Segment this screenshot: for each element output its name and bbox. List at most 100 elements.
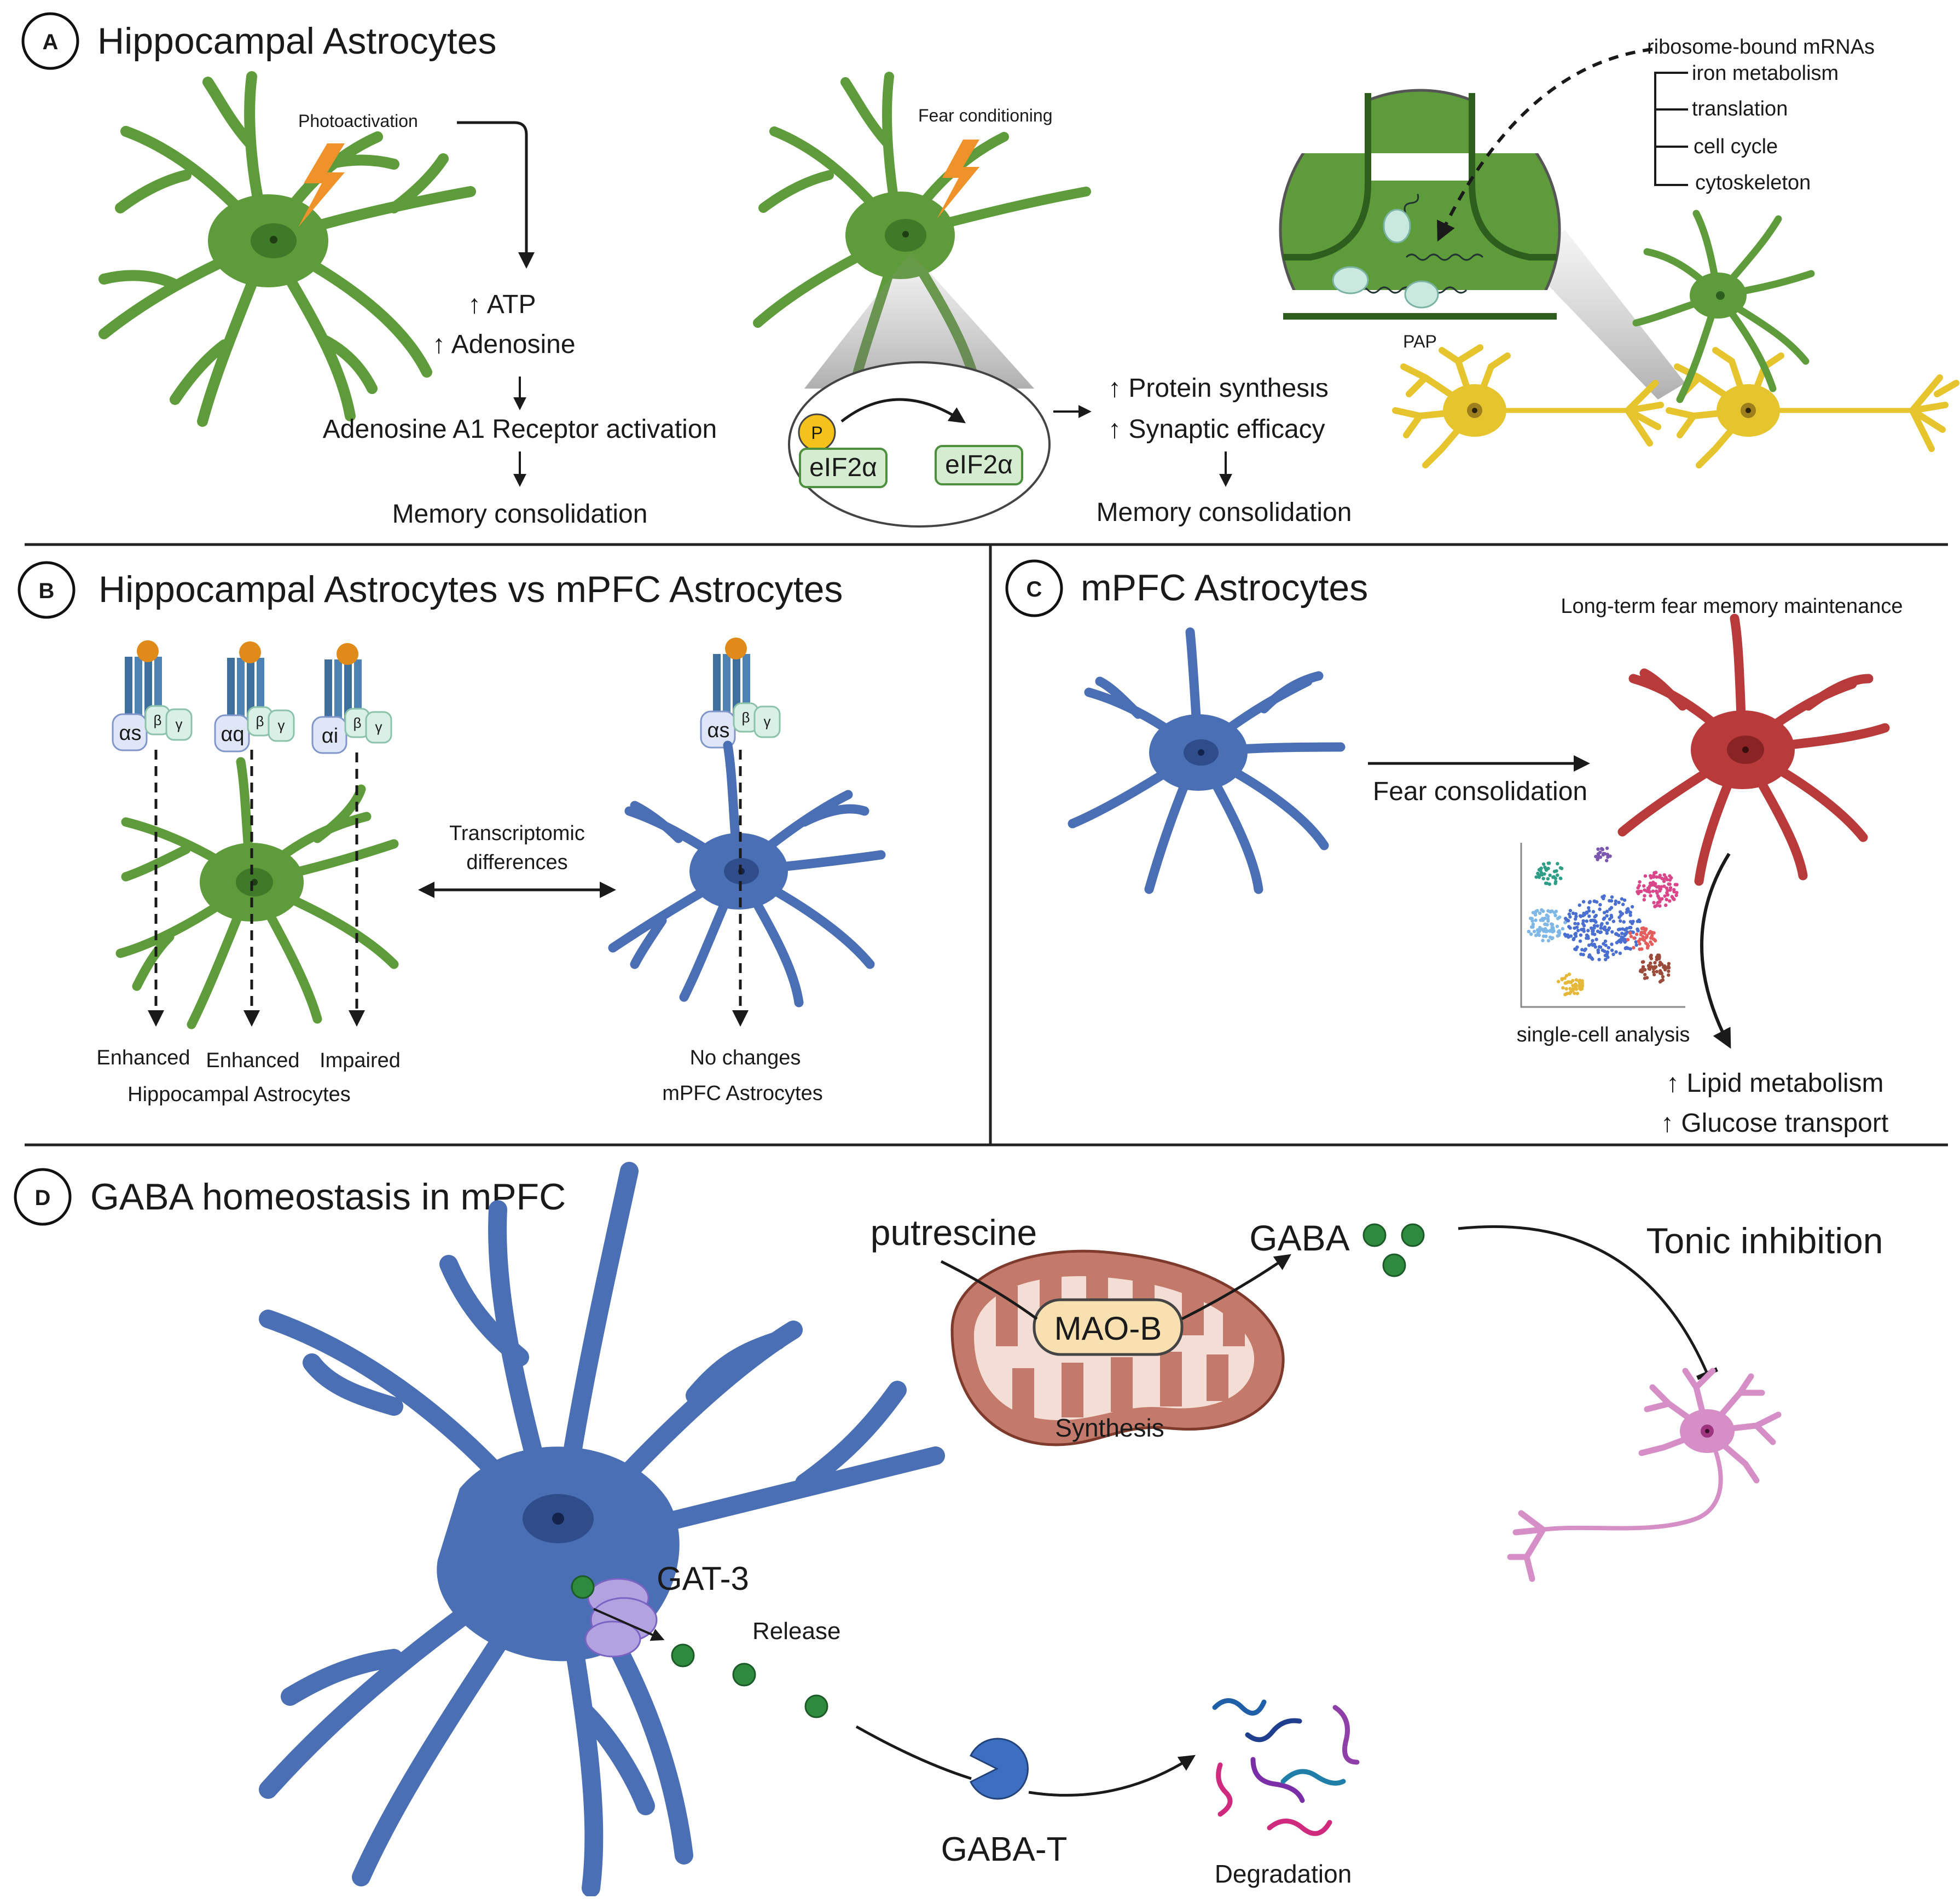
lipid-label: ↑ Lipid metabolism [1666, 1069, 1884, 1098]
cluster-dot [1567, 912, 1571, 916]
glucose-label: ↑ Glucose transport [1661, 1109, 1888, 1138]
photoactivation-arrow [457, 121, 535, 269]
panel-b-badge: B [18, 561, 76, 619]
cluster-dot [1614, 902, 1617, 906]
cluster-dot [1651, 889, 1655, 893]
cluster-dot [1674, 893, 1678, 898]
cluster-dot [1628, 911, 1632, 914]
putrescine-label: putrescine [871, 1212, 1037, 1253]
cluster-dot [1582, 924, 1586, 928]
panel-d-badge: D [14, 1168, 72, 1226]
cluster-dot [1594, 920, 1598, 924]
cluster-dot [1591, 918, 1595, 922]
mpfc-astrocyte-b-icon [608, 740, 886, 1008]
inhibited-neuron-icon [1507, 1368, 1782, 1582]
synthesis-label: Synthesis [1055, 1414, 1164, 1442]
cluster-dot [1527, 930, 1530, 934]
cluster-dot [1610, 942, 1614, 946]
cluster-dot [1610, 930, 1614, 934]
cluster-dot [1638, 947, 1642, 951]
cluster-dot [1667, 882, 1671, 886]
transcriptomic-line-2: differences [466, 851, 567, 874]
cluster-dot [1548, 929, 1552, 933]
cluster-dot [1587, 900, 1591, 905]
cluster-dot [1599, 926, 1603, 930]
cluster-dot [1642, 898, 1646, 902]
cluster-dot [1656, 901, 1660, 905]
cluster-dot [1585, 910, 1588, 914]
cluster-dot [1591, 957, 1594, 961]
cluster-dot [1614, 950, 1618, 954]
cluster-dot [1546, 919, 1550, 923]
panel-b: B Hippocampal Astrocytes vs mPFC Astrocy… [18, 561, 886, 1106]
cluster-dot [1586, 929, 1590, 933]
cluster-dot [1655, 970, 1659, 974]
cluster-dot [1571, 983, 1575, 988]
svg-text:αs: αs [708, 719, 730, 742]
panel-b-title: Hippocampal Astrocytes vs mPFC Astrocyte… [98, 569, 843, 610]
cluster-dot [1554, 910, 1558, 913]
release-label: Release [752, 1618, 840, 1645]
cluster-dot [1658, 873, 1662, 877]
cluster-dot [1597, 854, 1601, 858]
cluster-dot [1607, 946, 1610, 950]
cluster-dot [1622, 898, 1627, 902]
cluster-dot [1574, 912, 1578, 916]
cluster-dot [1545, 913, 1549, 917]
cluster-dot [1591, 910, 1596, 914]
cluster-dot [1576, 929, 1580, 933]
ribosome-item-3: cytoskeleton [1695, 171, 1811, 194]
eif2a-dephosphorylated: eIF2α [945, 450, 1013, 479]
long-term-label: Long-term fear memory maintenance [1561, 595, 1903, 618]
cluster-dot [1668, 899, 1672, 903]
cluster-dot [1623, 932, 1627, 936]
cluster-dot [1586, 936, 1590, 940]
cluster-dot [1639, 933, 1643, 937]
cluster-dot [1581, 919, 1585, 923]
cluster-dot [1638, 937, 1642, 941]
cluster-dot [1610, 948, 1614, 952]
fear-conditioning-label: Fear conditioning [918, 106, 1052, 125]
cluster-dot [1580, 983, 1585, 987]
cluster-dot [1628, 913, 1632, 917]
cluster-dot [1660, 885, 1663, 889]
svg-text:αq: αq [221, 723, 244, 746]
cluster-dot [1642, 930, 1645, 935]
cluster-dot [1611, 919, 1616, 923]
cluster-dot [1660, 972, 1664, 976]
gpcr-receptor-icon: αs β γ αq β γ αi [112, 638, 781, 754]
cluster-dot [1538, 925, 1542, 930]
ribosome-bracket [1654, 72, 1688, 186]
cluster-dot [1546, 861, 1550, 865]
gaba-label: GABA [1249, 1218, 1349, 1258]
panel-c: C mPFC Astrocytes Long-term fear memory … [1005, 559, 1903, 1138]
cluster-dot [1553, 913, 1557, 918]
cluster-dot [1637, 884, 1641, 888]
cluster-dot [1651, 970, 1656, 974]
cluster-dot [1592, 899, 1596, 904]
cluster-dot [1608, 899, 1611, 903]
cluster-dot [1643, 874, 1648, 878]
cluster-dot [1551, 875, 1555, 879]
maob-arrow [1181, 1254, 1291, 1321]
svg-text:D: D [35, 1186, 51, 1210]
cluster-dot [1638, 919, 1642, 923]
cluster-dot [1667, 969, 1671, 973]
gpcr-dashed-arrows [148, 750, 749, 1027]
cluster-dot [1587, 955, 1591, 959]
cluster-dot [1596, 847, 1600, 851]
a1-activation-label: Adenosine A1 Receptor activation [323, 415, 717, 444]
cluster-dot [1573, 926, 1576, 930]
gaba-cluster-icon [1362, 1223, 1425, 1277]
cluster-dot [1598, 903, 1602, 907]
cluster-dot [1649, 961, 1652, 965]
cluster-dot [1672, 888, 1676, 892]
cluster-dot [1604, 928, 1608, 933]
cluster-dot [1574, 982, 1578, 986]
cluster-dot [1601, 948, 1605, 952]
cluster-dot [1578, 939, 1582, 943]
fear-consolidation-label: Fear consolidation [1373, 777, 1587, 806]
svg-text:γ: γ [764, 713, 771, 730]
cluster-dot [1587, 943, 1591, 947]
